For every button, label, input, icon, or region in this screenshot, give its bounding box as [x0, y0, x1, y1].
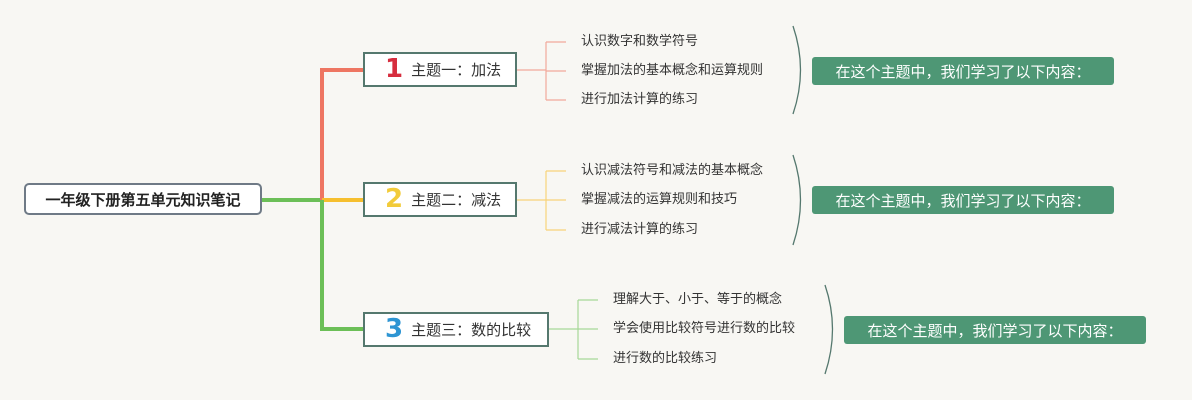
topic-number-1: 1: [385, 53, 404, 84]
summary-box-2[interactable]: 在这个主题中，我们学习了以下内容：: [812, 186, 1114, 214]
summary-box-1[interactable]: 在这个主题中，我们学习了以下内容：: [812, 57, 1114, 85]
topic-3-item-1[interactable]: 理解大于、小于、等于的概念: [613, 292, 783, 307]
topic-2-item-3[interactable]: 进行减法计算的练习: [581, 222, 699, 237]
summary-box-3[interactable]: 在这个主题中，我们学习了以下内容：: [844, 316, 1146, 344]
topic-2-item-2[interactable]: 掌握减法的运算规则和技巧: [581, 192, 738, 207]
topic-3-item-3[interactable]: 进行数的比较练习: [613, 351, 718, 366]
topic-1-item-3[interactable]: 进行加法计算的练习: [581, 92, 699, 107]
topic-number-2: 2: [385, 183, 404, 214]
branch-topic-1: [320, 68, 363, 200]
topic-title-2: 主题二：减法: [411, 191, 502, 209]
sub-branches-topic-3: [548, 299, 598, 360]
topic-number-3: 3: [385, 313, 404, 344]
summary-bracket-1: [792, 25, 802, 115]
sub-branches-topic-2: [516, 170, 566, 231]
summary-text-3: 在这个主题中，我们学习了以下内容：: [867, 321, 1123, 340]
summary-text-1: 在这个主题中，我们学习了以下内容：: [835, 62, 1091, 81]
topic-1-item-1[interactable]: 认识数字和数学符号: [581, 34, 699, 49]
branch-topic-3: [320, 200, 363, 331]
root-node[interactable]: 一年级下册第五单元知识笔记: [24, 183, 262, 215]
topic-node-1[interactable]: 1 主题一：加法: [363, 52, 517, 87]
summary-bracket-3: [824, 284, 834, 375]
topic-2-item-1[interactable]: 认识减法符号和减法的基本概念: [581, 163, 764, 178]
root-title: 一年级下册第五单元知识笔记: [45, 190, 241, 209]
topic-1-item-2[interactable]: 掌握加法的基本概念和运算规则: [581, 63, 764, 78]
sub-branches-topic-1: [516, 41, 566, 101]
topic-3-item-2[interactable]: 学会使用比较符号进行数的比较: [613, 321, 796, 336]
topic-node-3[interactable]: 3 主题三：数的比较: [363, 312, 549, 347]
topic-title-1: 主题一：加法: [411, 61, 502, 79]
summary-text-2: 在这个主题中，我们学习了以下内容：: [835, 191, 1091, 210]
topic-node-2[interactable]: 2 主题二：减法: [363, 182, 517, 217]
summary-bracket-2: [792, 154, 802, 246]
topic-title-3: 主题三：数的比较: [411, 321, 532, 339]
